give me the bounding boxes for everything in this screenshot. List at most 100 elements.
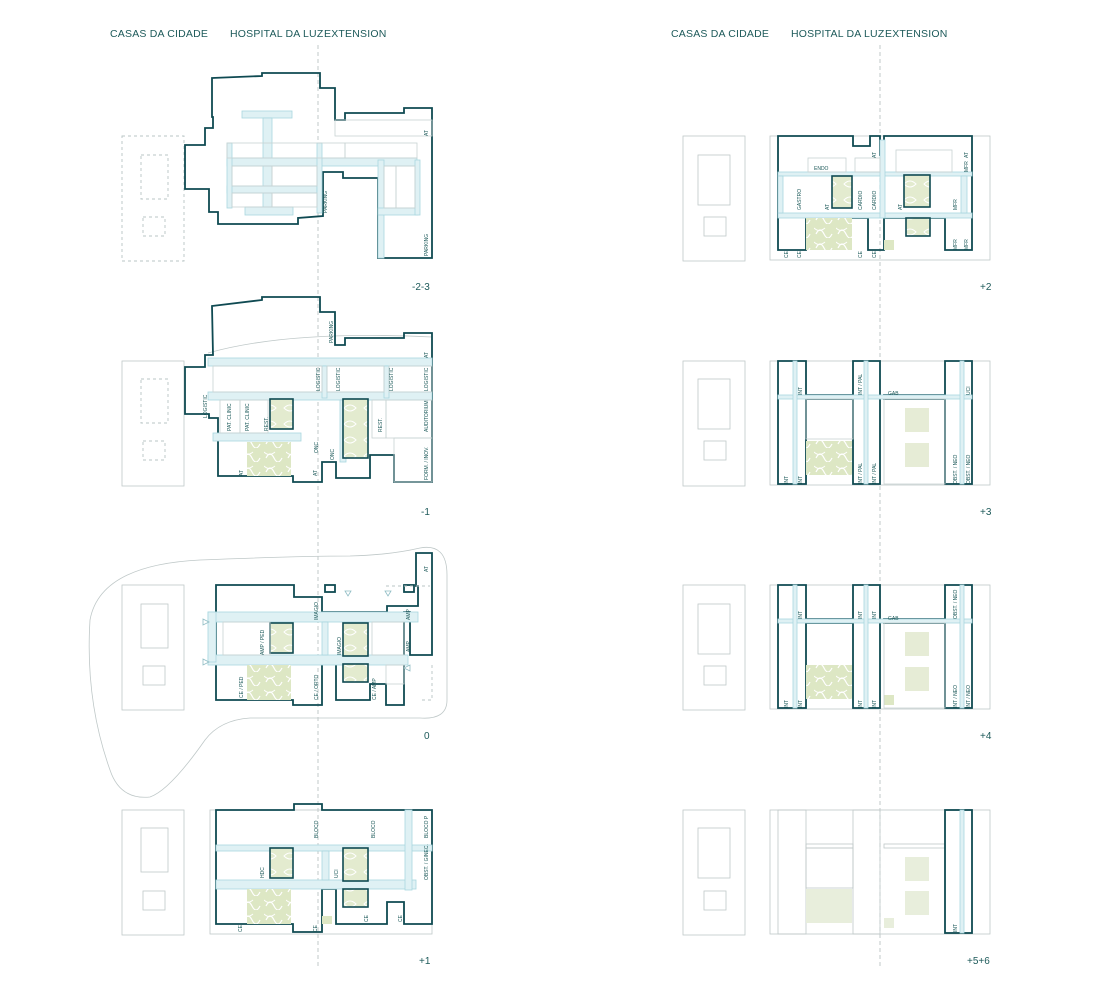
svg-text:OBST. / NEO: OBST. / NEO [953,589,959,619]
header-hospital-left: HOSPITAL DA LUZ [230,28,324,40]
svg-text:AT: AT [825,204,831,210]
svg-text:PAT. CLINIC: PAT. CLINIC [245,403,251,431]
header-casas-right: CASAS DA CIDADE [671,28,770,40]
svg-text:CE: CE [364,914,370,922]
svg-text:CE: CE [858,250,864,258]
svg-text:REST.: REST. [264,417,270,431]
svg-text:REST.: REST. [378,418,384,432]
svg-text:ENDO: ENDO [814,166,829,172]
svg-text:ONC: ONC [330,449,336,461]
plan-level-m1: PARKING AT LOGISTIC LOGISTIC LOGISTIC LO… [121,296,433,487]
svg-text:OBST. / GINEC.: OBST. / GINEC. [424,844,430,880]
svg-text:INT: INT [872,700,878,708]
level-label-p3: +3 [980,507,992,518]
svg-text:ONC: ONC [314,442,320,454]
svg-text:AT: AT [424,130,430,136]
svg-text:PARKING: PARKING [329,321,335,343]
svg-text:AT: AT [424,352,430,358]
level-label-p56: +5+6 [967,956,990,967]
header-extension-left: EXTENSION [324,28,387,40]
svg-text:MFR: MFR [953,239,959,250]
header-hospital-right: HOSPITAL DA LUZ [791,28,885,40]
svg-text:INT / NEO: INT / NEO [966,685,972,708]
svg-text:BLOCO: BLOCO [314,820,320,838]
plan-level-0: AT IMAGIO AMP AMP AMP / PED IMAGIO CE / … [88,546,448,798]
svg-text:INT / PAL: INT / PAL [858,374,864,395]
svg-text:FORM. / INOV.: FORM. / INOV. [424,447,430,480]
svg-text:OBST. / NEO: OBST. / NEO [953,454,959,484]
svg-text:AMP: AMP [406,641,412,653]
svg-text:IMAGIO: IMAGIO [314,602,320,620]
svg-text:CE / ORTO: CE / ORTO [314,675,320,700]
svg-text:AT: AT [898,204,904,210]
svg-text:AMP / PED: AMP / PED [260,629,266,655]
plan-level-p4: INT INT INT GAB OBST. / NEO INT INT INT … [682,584,991,711]
level-label-p4: +4 [980,731,992,742]
svg-text:PAT. CLINIC: PAT. CLINIC [227,403,233,431]
svg-text:AT: AT [424,566,430,572]
level-label-p2: +2 [980,282,992,293]
svg-text:AT: AT [313,470,319,476]
level-label-m23: -2-3 [412,282,430,293]
svg-text:AUDITORIUM: AUDITORIUM [424,400,430,432]
svg-text:INT: INT [858,611,864,619]
svg-text:AMP: AMP [406,609,412,621]
svg-text:CE: CE [313,924,319,932]
svg-text:INT: INT [798,387,804,395]
svg-text:INT: INT [953,924,959,932]
plan-level-p1: BLOCO BLOCO BLOCO P HDC UCI OBST. / GINE… [121,803,433,936]
level-label-0: 0 [424,731,430,742]
plan-level-p2: AT AT MFR ENDO GASTRO AT CARDIO CARDIO A… [682,135,991,262]
svg-text:HDC: HDC [260,867,266,878]
level-label-m1: -1 [421,507,430,518]
casas-block [121,135,185,262]
svg-text:UCI: UCI [334,869,340,878]
svg-text:LOGISTIC: LOGISTIC [389,367,395,391]
svg-text:INT: INT [858,700,864,708]
svg-text:PARKING: PARKING [323,191,329,213]
plan-level-m23: AT PARKING PARKING [121,72,433,262]
svg-text:CE / PED: CE / PED [239,676,245,698]
svg-text:CE: CE [398,914,404,922]
svg-text:CE: CE [784,250,790,258]
svg-text:INT: INT [798,476,804,484]
svg-text:CE / AMP: CE / AMP [372,678,378,700]
plan-level-p56: INT [682,809,991,936]
svg-text:LOGISTIC: LOGISTIC [316,367,322,391]
svg-text:MFR: MFR [964,239,970,250]
svg-text:CE: CE [872,250,878,258]
svg-text:OBST. / NEO: OBST. / NEO [966,454,972,484]
svg-text:AT: AT [239,470,245,476]
svg-text:CE: CE [797,250,803,258]
svg-text:AT: AT [872,152,878,158]
svg-text:PARKING: PARKING [424,234,430,256]
site-boundary [88,546,448,798]
svg-text:GASTRO: GASTRO [797,189,803,210]
svg-text:INT: INT [798,700,804,708]
svg-text:UCI: UCI [966,386,972,395]
svg-text:INT: INT [784,700,790,708]
svg-text:BLOCO: BLOCO [371,820,377,838]
svg-text:GAB: GAB [888,616,899,622]
svg-text:INT / PAL: INT / PAL [858,463,864,484]
svg-text:INT / NEO: INT / NEO [953,685,959,708]
svg-text:INT: INT [784,476,790,484]
svg-text:GAB: GAB [888,391,899,397]
svg-text:CE: CE [238,924,244,932]
header-extension-right: EXTENSION [885,28,948,40]
svg-text:LOGISTIC: LOGISTIC [336,367,342,391]
svg-text:INT: INT [798,611,804,619]
plan-level-p3: INT INT / PAL UCI GAB INT INT INT / PAL … [682,360,991,487]
svg-text:MFR: MFR [953,199,959,210]
svg-text:MFR: MFR [964,161,970,172]
svg-text:LOGISTIC: LOGISTIC [203,394,209,418]
svg-text:CARDIO: CARDIO [872,190,878,210]
svg-text:INT / PAL: INT / PAL [872,463,878,484]
svg-text:CARDIO: CARDIO [858,190,864,210]
svg-text:AT: AT [964,152,970,158]
header-casas-left: CASAS DA CIDADE [110,28,209,40]
svg-text:IMAGIO: IMAGIO [337,637,343,655]
svg-text:INT: INT [872,611,878,619]
level-label-p1: +1 [419,956,431,967]
